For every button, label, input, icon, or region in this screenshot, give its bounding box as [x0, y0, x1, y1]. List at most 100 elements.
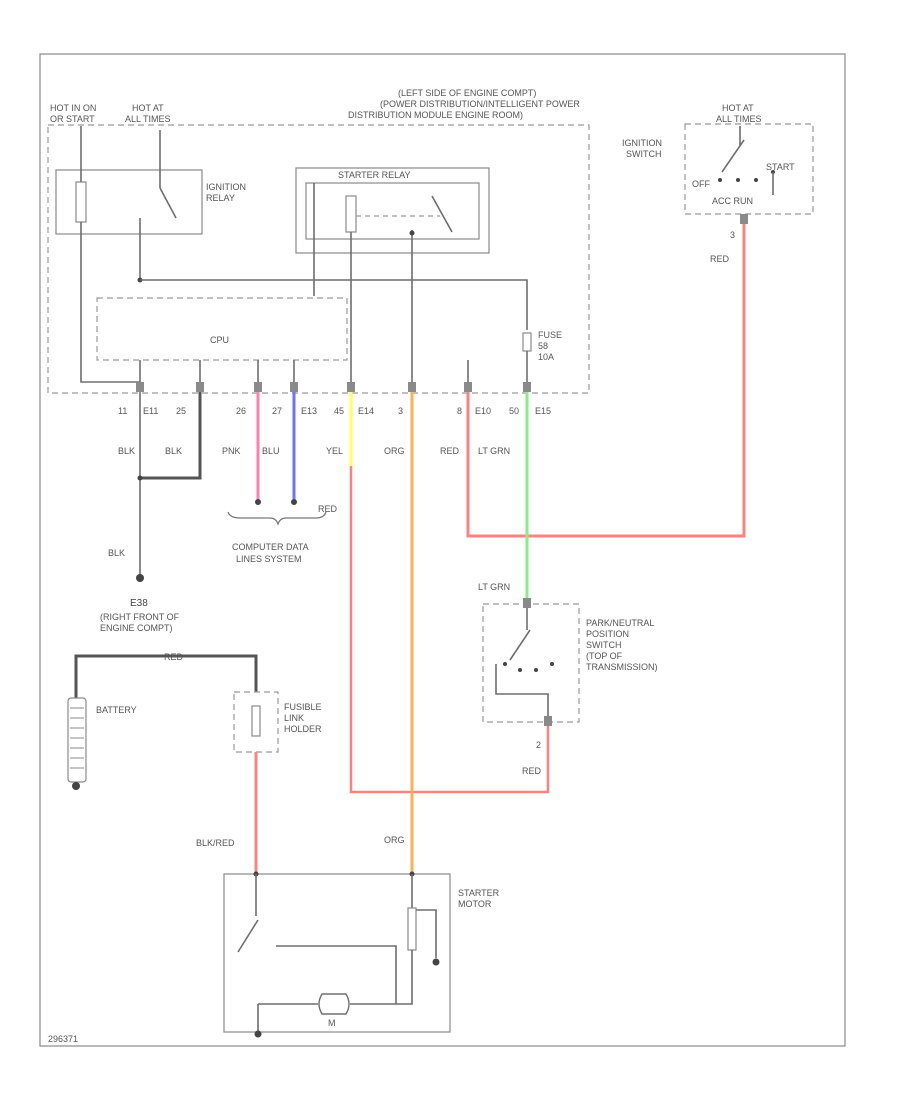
battery-ground	[72, 782, 80, 790]
fuse-58	[522, 332, 532, 352]
ign-start-label: START	[766, 162, 795, 172]
pnp-wire-in-label: LT GRN	[478, 582, 510, 592]
pin-label-e11: E11	[143, 406, 158, 416]
bus-wire-label: RED	[318, 504, 338, 514]
wire-label-red: RED	[440, 446, 460, 456]
pnp-pos-3	[534, 668, 538, 672]
hot-at-all-times-line1: HOT AT	[132, 103, 164, 113]
wire-blk-25-splice	[140, 392, 202, 480]
wire-label-ltgrn: LT GRN	[478, 446, 510, 456]
module-title-line3: DISTRIBUTION MODULE ENGINE ROOM)	[348, 110, 523, 120]
starter-solenoid-contact	[237, 919, 259, 953]
wire-pnp-internal	[495, 664, 549, 716]
ground-wire-label: BLK	[108, 548, 125, 558]
ignition-relay-label2: RELAY	[206, 193, 235, 203]
computer-data-label2: LINES SYSTEM	[236, 554, 302, 564]
ignition-switch-box	[684, 123, 814, 215]
pnp-switch-contact	[509, 629, 531, 661]
wire-label-blk-1: BLK	[118, 446, 135, 456]
ign-sw-hot-line2: ALL TIMES	[716, 114, 762, 124]
pin-50	[523, 382, 531, 392]
pin-label-25: 25	[176, 406, 186, 416]
pnp-pin-in	[523, 598, 531, 608]
pin-label-8: 8	[457, 406, 462, 416]
fuse-label3: 10A	[538, 352, 554, 362]
starter-motor-ground	[254, 1030, 262, 1038]
pin-8	[464, 382, 472, 392]
pnp-label5: TRANSMISSION)	[586, 662, 658, 672]
ignition-relay-contact	[159, 187, 177, 219]
pin-label-27: 27	[272, 406, 282, 416]
wire-label-blu: BLU	[262, 446, 280, 456]
wire-solenoid-link	[276, 945, 397, 1004]
ground-location-2: ENGINE COMPT)	[100, 623, 173, 633]
wire-label-blk-2: BLK	[165, 446, 182, 456]
ignition-relay-box	[55, 169, 203, 235]
wire-coil-to-motor	[396, 950, 413, 1005]
pin-label-e15: E15	[535, 406, 551, 416]
pin-label-50: 50	[509, 406, 519, 416]
pin-label-e14: E14	[358, 406, 374, 416]
pnp-pin-label: 2	[536, 740, 541, 750]
fusible-label2: LINK	[284, 713, 304, 723]
starter-case-ground	[432, 958, 440, 966]
ground-location-1: (RIGHT FRONT OF	[100, 612, 180, 622]
module-title-line1: (LEFT SIDE OF ENGINE COMPT)	[398, 88, 536, 98]
motor-m-label: M	[328, 1018, 336, 1028]
pnp-wire-out-label: RED	[522, 766, 542, 776]
ignition-switch-label1: IGNITION	[622, 138, 662, 148]
pin-label-e13: E13	[301, 406, 317, 416]
pin-label-11: 11	[118, 406, 127, 416]
ign-off-label: OFF	[692, 179, 710, 189]
pin-label-e10: E10	[475, 406, 491, 416]
computer-data-label1: COMPUTER DATA	[232, 542, 309, 552]
starter-relay-outer	[295, 167, 490, 254]
pin-label-26: 26	[236, 406, 246, 416]
pin-26	[254, 382, 262, 392]
ign-pos-run	[754, 178, 758, 182]
ign-pin-label: 3	[730, 230, 735, 240]
wire-coil-to-pin11	[80, 222, 140, 383]
starter-motor-box	[223, 873, 451, 1033]
hot-run-start-line2: OR START	[50, 114, 95, 124]
ground-point-e38	[136, 574, 144, 582]
fusible-link-box	[233, 691, 279, 753]
starter-motor-label1: STARTER	[458, 888, 500, 898]
pin-25	[196, 382, 204, 392]
starter-relay-node	[409, 230, 415, 236]
data-lines-bracket	[227, 511, 327, 526]
ign-acc-run-label: ACC RUN	[712, 196, 753, 206]
pin-3	[408, 382, 416, 392]
ignition-switch-label2: SWITCH	[626, 149, 662, 159]
wire-hold-in-coil	[416, 909, 437, 958]
hot-at-all-times-line2: ALL TIMES	[125, 114, 171, 124]
starter-relay-contact	[431, 195, 453, 233]
pin-27	[290, 382, 298, 392]
pin-label-3: 3	[398, 406, 403, 416]
starter-relay-coil	[345, 195, 357, 233]
ign-sw-hot-line1: HOT AT	[722, 103, 754, 113]
pnp-label4: (TOP OF	[586, 651, 623, 661]
wire-label-yel: YEL	[326, 446, 343, 456]
battery-label: BATTERY	[96, 705, 137, 715]
battery-wire-label: RED	[164, 652, 184, 662]
pnp-pos-1	[503, 662, 507, 666]
battery-body	[67, 697, 87, 783]
wire-battery-positive	[74, 654, 258, 698]
pin-label-45: 45	[334, 406, 344, 416]
wire-red-pnp-out	[349, 392, 550, 794]
fusible-link	[251, 705, 261, 737]
figure-id: 296371	[48, 1034, 78, 1044]
power-distribution-module	[47, 124, 590, 394]
battery-cells	[70, 707, 84, 769]
ign-pos-acc	[736, 178, 740, 182]
starter-relay-inner	[305, 182, 480, 240]
ignition-relay-coil	[75, 181, 87, 223]
ign-wire-label: RED	[710, 254, 730, 264]
blk-red-label: BLK/RED	[196, 838, 235, 848]
wire-label-org: ORG	[384, 446, 405, 456]
diagram-frame	[39, 53, 846, 1047]
ignition-relay-label1: IGNITION	[206, 182, 246, 192]
fuse-label1: FUSE	[538, 330, 562, 340]
